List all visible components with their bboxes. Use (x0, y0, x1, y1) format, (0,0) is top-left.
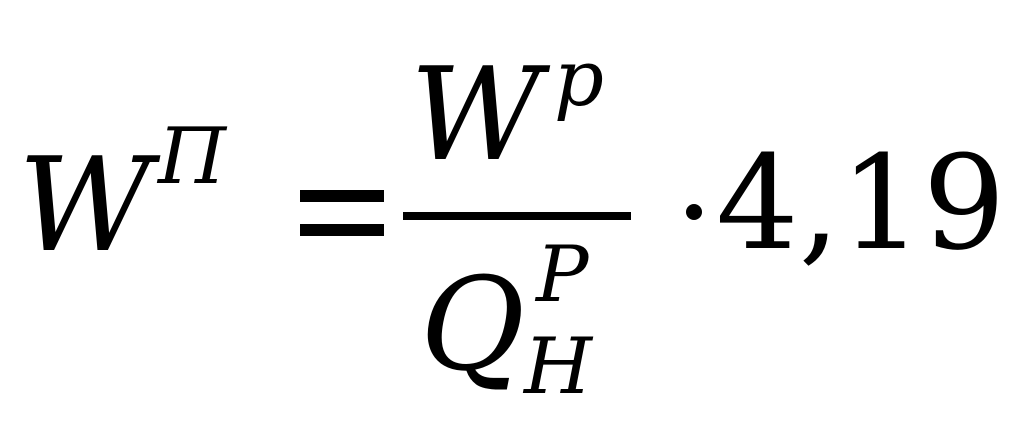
numerator-superscript: p (554, 34, 604, 124)
equals-sign-bottom-bar (300, 224, 384, 236)
multiplication-dot (686, 204, 702, 220)
equals-sign-top-bar (300, 190, 384, 202)
lhs-base: W (18, 129, 152, 281)
numerator-base: W (410, 41, 542, 190)
lhs-superscript: П (158, 112, 227, 202)
denominator-base: Q (420, 251, 525, 400)
multiplier-value: 4,19 (716, 127, 1006, 279)
denominator-superscript: P (536, 230, 589, 320)
denominator-subscript: H (524, 322, 593, 412)
fraction-bar (403, 212, 631, 220)
